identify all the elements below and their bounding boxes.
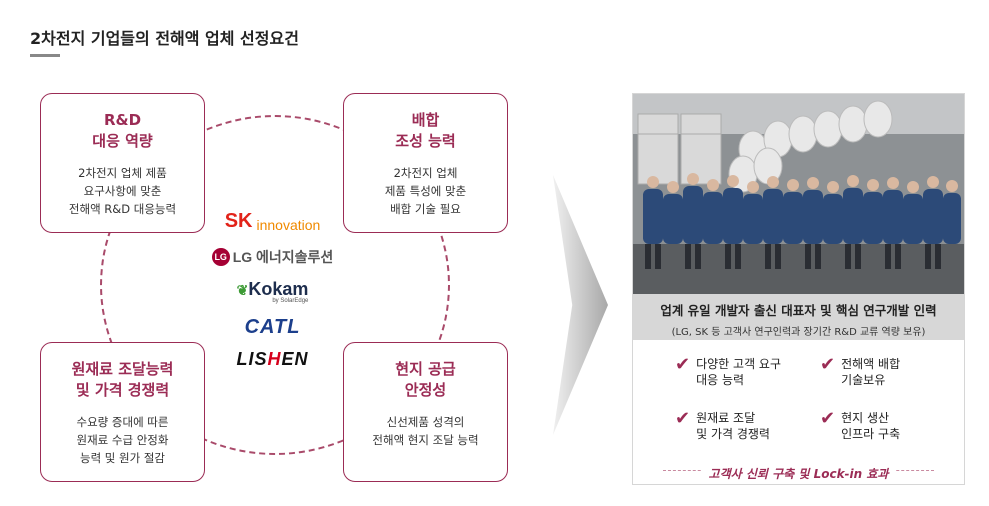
lishen-post: EN (281, 349, 309, 369)
card-desc: 수요량 증대에 따른 원재료 수급 안정화 능력 및 원가 절감 (76, 415, 169, 465)
check-text: 다양한 고객 요구 대응 능력 (696, 357, 782, 387)
lishen-h: H (267, 349, 282, 369)
check-text: 전해액 배합 기술보유 (841, 357, 901, 387)
card-desc: 신선제품 성격의 전해액 현지 조달 능력 (372, 415, 479, 447)
card-local-supply: 현지 공급 안정성 신선제품 성격의 전해액 현지 조달 능력 (343, 342, 508, 482)
panel-footer-text: 고객사 신뢰 구축 및 Lock-in 효과 (700, 467, 897, 481)
sk-text: innovation (256, 217, 321, 233)
lg-energy-logo: LG LG 에너지솔루션 (211, 247, 334, 267)
team-photo-illustration (633, 94, 964, 294)
kokam-logo: ❦Kokam by SolarEdge (237, 279, 309, 304)
customer-logos: SK innovation LG LG 에너지솔루션 ❦Kokam by Sol… (210, 210, 335, 370)
catl-logo: CATL (244, 316, 301, 338)
check-text: 원재료 조달 및 가격 경쟁력 (696, 411, 770, 441)
sk-innovation-logo: SK innovation (225, 210, 321, 233)
card-raw-material: 원재료 조달능력 및 가격 경쟁력 수요량 증대에 따른 원재료 수급 안정화 … (40, 342, 205, 482)
card-title: 배합 조성 능력 (395, 111, 456, 150)
card-desc: 2차전지 업체 제품 특성에 맞춘 배합 기술 필요 (384, 166, 467, 216)
card-title: 원재료 조달능력 및 가격 경쟁력 (71, 360, 174, 399)
right-arrow-icon (553, 175, 608, 435)
page-title: 2차전지 기업들의 전해액 업체 선정요건 (30, 29, 299, 48)
check-item: ✔ 다양한 고객 요구 대응 능력 (675, 356, 820, 388)
lishen-pre: LIS (236, 349, 268, 369)
panel-footer: 고객사 신뢰 구축 및 Lock-in 효과 (633, 463, 964, 482)
check-icon: ✔ (675, 408, 691, 429)
capability-checklist: ✔ 다양한 고객 요구 대응 능력 ✔ 전해액 배합 기술보유 ✔ 원재료 조달… (675, 356, 945, 442)
panel-header: 업계 유일 개발자 출신 대표자 및 핵심 연구개발 인력 (LG, SK 등 … (633, 294, 964, 340)
check-icon: ✔ (820, 354, 836, 375)
kokam-text: Kokam (248, 279, 309, 299)
kokam-sub: by SolarEdge (272, 298, 309, 304)
kokam-leaf-icon: ❦ (236, 282, 249, 298)
card-mixing-capability: 배합 조성 능력 2차전지 업체 제품 특성에 맞춘 배합 기술 필요 (343, 93, 508, 233)
check-item: ✔ 전해액 배합 기술보유 (820, 356, 945, 388)
card-title: 현지 공급 안정성 (395, 360, 456, 399)
lg-circle-logo: LG (211, 248, 230, 266)
dashed-ring (100, 115, 450, 455)
team-photo (633, 94, 964, 294)
check-item: ✔ 원재료 조달 및 가격 경쟁력 (675, 410, 820, 442)
team-panel: 업계 유일 개발자 출신 대표자 및 핵심 연구개발 인력 (LG, SK 등 … (632, 93, 965, 485)
lishen-logo: LISHEN (236, 349, 308, 370)
check-icon: ✔ (820, 408, 836, 429)
panel-header-title: 업계 유일 개발자 출신 대표자 및 핵심 연구개발 인력 (660, 303, 937, 318)
check-icon: ✔ (675, 354, 691, 375)
card-desc: 2차전지 업체 제품 요구사항에 맞춘 전해액 R&D 대응능력 (68, 166, 177, 216)
title-underline (30, 54, 60, 57)
panel-header-subtitle: (LG, SK 등 고객사 연구인력과 장기간 R&D 교류 역량 보유) (671, 327, 926, 338)
check-text: 현지 생산 인프라 구축 (841, 411, 901, 441)
card-rd-capability: R&D 대응 역량 2차전지 업체 제품 요구사항에 맞춘 전해액 R&D 대응… (40, 93, 205, 233)
sk-mark: SK (224, 210, 253, 232)
lg-text: LG 에너지솔루션 (232, 249, 334, 265)
check-item: ✔ 현지 생산 인프라 구축 (820, 410, 945, 442)
card-title: R&D 대응 역량 (92, 111, 153, 150)
